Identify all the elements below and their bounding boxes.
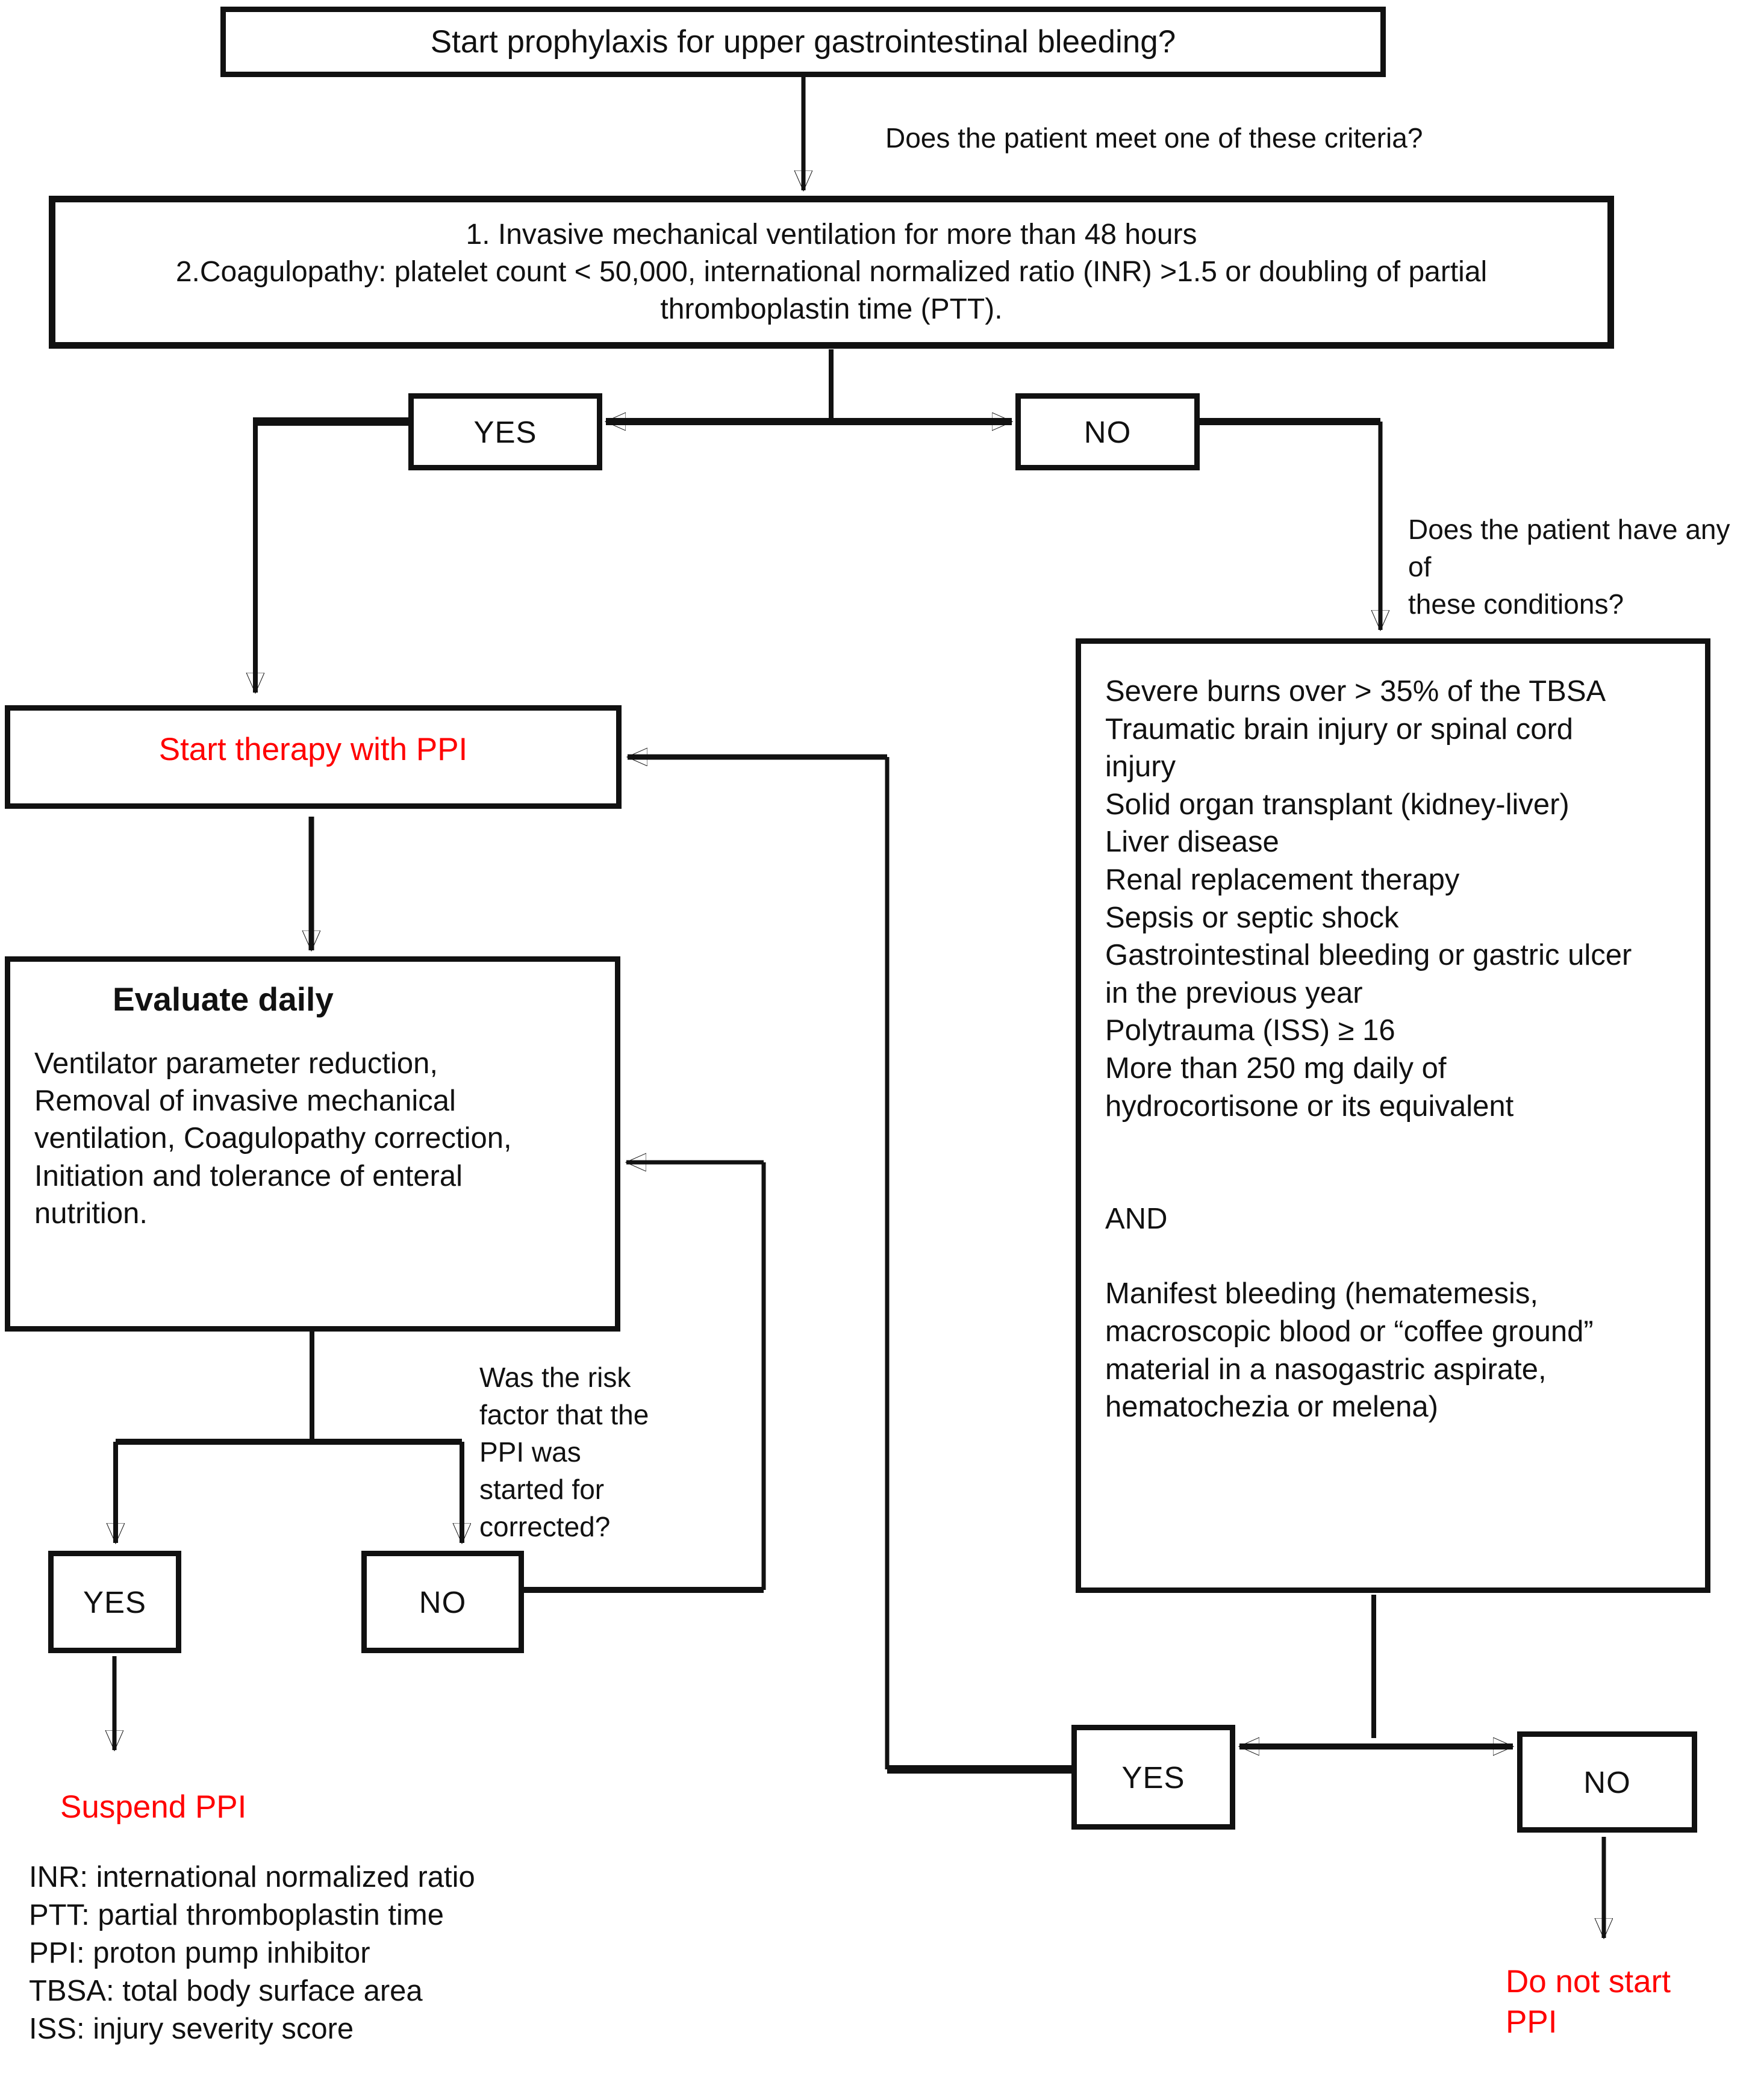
label-conditions-question: Does the patient have any of these condit… <box>1408 511 1755 623</box>
text-line: TBSA: total body surface area <box>29 1975 423 2007</box>
text-line: these conditions? <box>1408 588 1624 620</box>
text-line: hematochezia or melena) <box>1105 1391 1438 1424</box>
node-conditions-list: Severe burns over > 35% of the TBSA Traum… <box>1076 638 1710 1593</box>
text-line: in the previous year <box>1105 976 1363 1009</box>
evaluate-daily-body: Ventilator parameter reduction, Removal o… <box>34 1045 512 1232</box>
text-line: hydrocortisone or its equivalent <box>1105 1089 1514 1123</box>
text-line: Initiation and tolerance of enteral <box>34 1159 463 1192</box>
text-line: Was the risk <box>479 1362 631 1393</box>
label-criteria-question: Does the patient meet one of these crite… <box>885 122 1423 154</box>
text-line: corrected? <box>479 1511 611 1542</box>
text-line: thromboplastin time (PTT). <box>660 293 1003 325</box>
node-no-criteria: NO <box>1015 393 1200 470</box>
text-line: macroscopic blood or “coffee ground” <box>1105 1315 1594 1348</box>
node-no-risk: NO <box>361 1551 524 1653</box>
text-line: material in a nasogastric aspirate, <box>1105 1353 1547 1386</box>
text-line: PPI was <box>479 1436 581 1468</box>
text-line: Sepsis or septic shock <box>1105 901 1399 934</box>
text-line: nutrition. <box>34 1197 148 1230</box>
node-no-conditions: NO <box>1517 1731 1697 1833</box>
text-line: Renal replacement therapy <box>1105 863 1460 896</box>
text-line: AND <box>1105 1202 1168 1235</box>
text-line: ISS: injury severity score <box>29 2013 354 2045</box>
text-line: 2.Coagulopathy: platelet count < 50,000,… <box>175 256 1488 288</box>
text-line: PPI <box>1506 2004 1557 2040</box>
text-line <box>1105 1238 1632 1275</box>
node-criteria: 1. Invasive mechanical ventilation for m… <box>49 196 1614 349</box>
text-line: INR: international normalized ratio <box>29 1861 475 1893</box>
text-line: Traumatic brain injury or spinal cord <box>1105 712 1574 746</box>
text-line: PTT: partial thromboplastin time <box>29 1899 444 1931</box>
node-yes-conditions: YES <box>1071 1725 1235 1830</box>
text-line: Does the patient have any of <box>1408 514 1730 582</box>
text-line: ventilation, Coagulopathy correction, <box>34 1122 512 1155</box>
text-line: Ventilator parameter reduction, <box>34 1047 438 1080</box>
text-line: Liver disease <box>1105 826 1279 859</box>
text-line: Manifest bleeding (hematemesis, <box>1105 1277 1539 1310</box>
text-line: Solid organ transplant (kidney-liver) <box>1105 788 1570 821</box>
text-line: Severe burns over > 35% of the TBSA <box>1105 675 1606 708</box>
node-start-question: Start prophylaxis for upper gastrointest… <box>220 7 1386 77</box>
text-line: factor that the <box>479 1399 649 1430</box>
text-line: Gastrointestinal bleeding or gastric ulc… <box>1105 939 1632 972</box>
text-line: Do not start <box>1506 1964 1671 1999</box>
text-line <box>1105 1162 1632 1200</box>
text-line: More than 250 mg daily of <box>1105 1052 1447 1085</box>
label-suspend-ppi: Suspend PPI <box>60 1789 247 1825</box>
evaluate-daily-title: Evaluate daily <box>113 980 334 1018</box>
text-line: started for <box>479 1474 605 1505</box>
text-line <box>1105 1125 1632 1162</box>
node-evaluate-daily: Evaluate daily Ventilator parameter redu… <box>5 956 620 1332</box>
text-line: PPI: proton pump inhibitor <box>29 1937 370 1969</box>
node-yes-criteria: YES <box>408 393 602 470</box>
node-yes-risk: YES <box>48 1551 181 1653</box>
text-line: Removal of invasive mechanical <box>34 1085 456 1118</box>
text-line: Polytrauma (ISS) ≥ 16 <box>1105 1014 1395 1047</box>
text-line: 1. Invasive mechanical ventilation for m… <box>466 219 1197 251</box>
conditions-lines: Severe burns over > 35% of the TBSA Traum… <box>1105 673 1632 1426</box>
text-line: injury <box>1105 750 1176 784</box>
node-start-therapy: Start therapy with PPI <box>5 705 622 809</box>
